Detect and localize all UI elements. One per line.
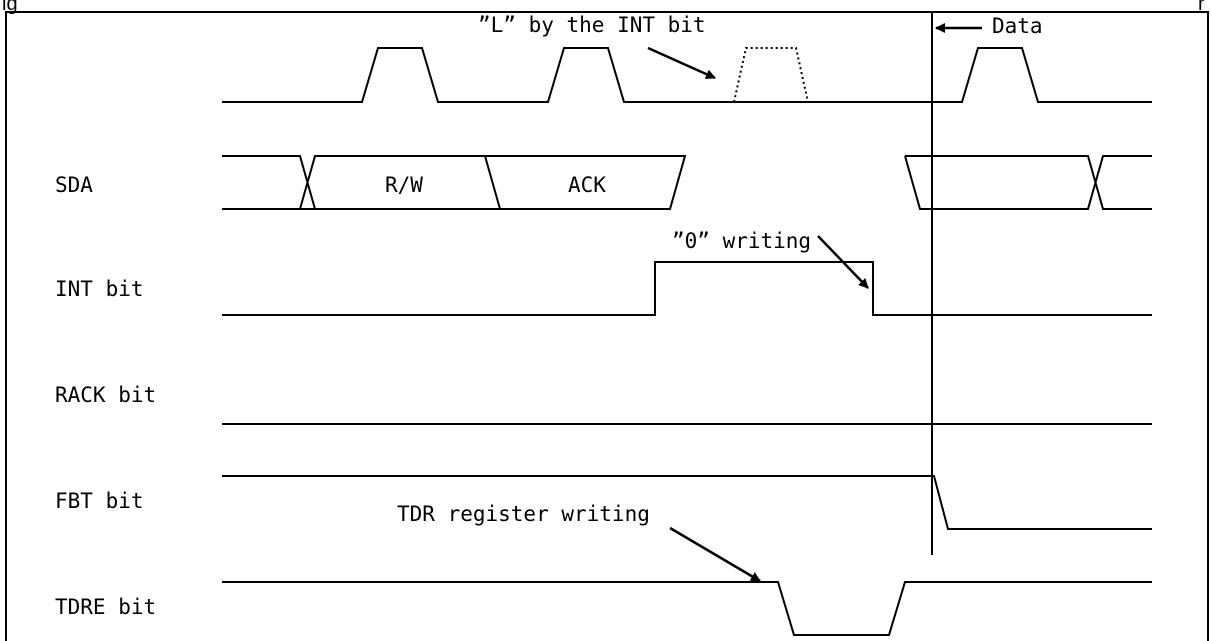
- title-fragment: ig: [2, 0, 18, 15]
- l-by-int-arrow: [647, 46, 716, 80]
- rw-annotation: R/W: [385, 173, 423, 197]
- rack-bit-label: RACK bit: [55, 383, 156, 407]
- fbt-bit-label: FBT bit: [55, 489, 144, 513]
- scl-waveform: [222, 47, 1152, 103]
- scl-suppressed-pulse: [733, 47, 809, 103]
- tdre-bit-waveform: [222, 581, 1152, 636]
- sda-label: SDA: [55, 173, 93, 197]
- data-annotation: Data: [992, 14, 1043, 38]
- fbt-bit-waveform: [222, 475, 1152, 530]
- zero-writing-arrow: [817, 235, 869, 289]
- sda-waveform: [222, 155, 1152, 210]
- tdre-bit-label: TDRE bit: [55, 595, 156, 619]
- zero-writing-annotation: ”0” writing: [672, 229, 811, 253]
- title-fragment-right: r: [1198, 0, 1205, 15]
- l-by-int-annotation: ”L” by the INT bit: [478, 13, 706, 37]
- int-bit-waveform: [222, 261, 1152, 316]
- tdr-writing-annotation: TDR register writing: [397, 502, 650, 526]
- tdr-writing-arrow: [669, 526, 761, 583]
- diagram-border: [5, 11, 1209, 641]
- ack-annotation: ACK: [568, 173, 606, 197]
- int-bit-label: INT bit: [55, 277, 144, 301]
